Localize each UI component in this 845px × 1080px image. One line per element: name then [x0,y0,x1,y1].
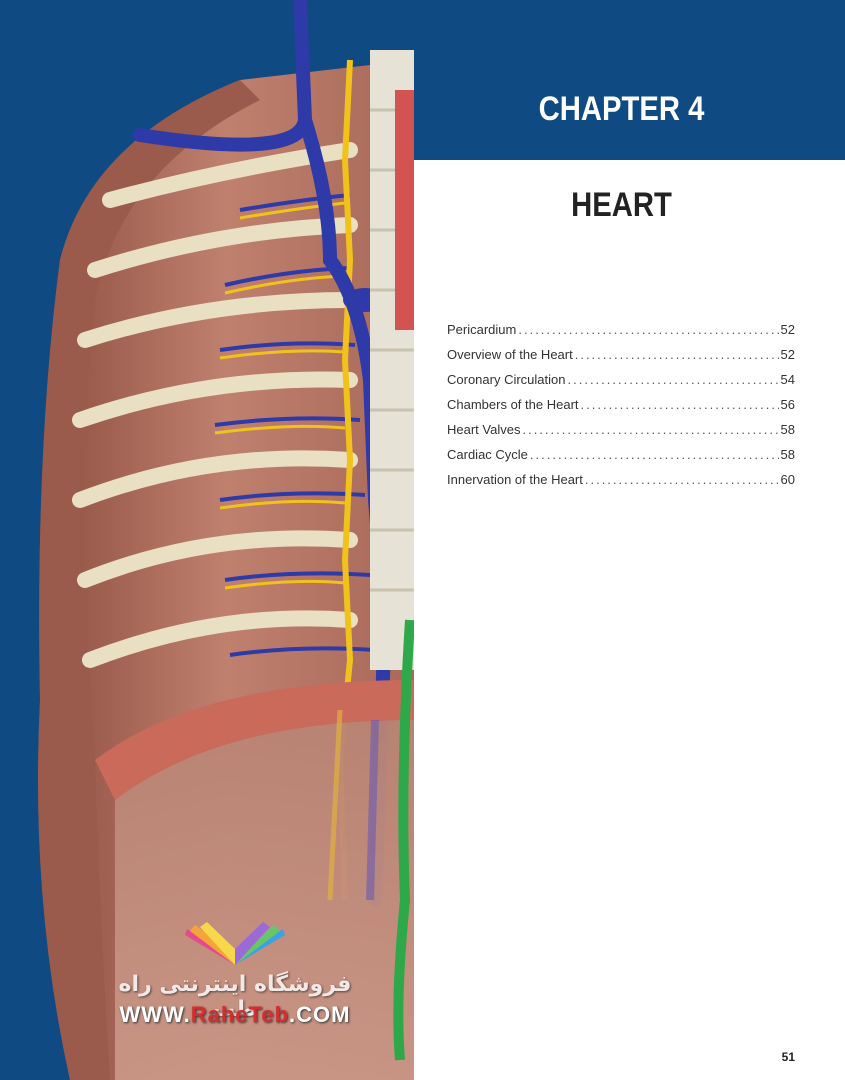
abdominal-wall [115,720,414,1080]
watermark-url: WWW.RaheTeb.COM [100,1002,370,1028]
table-of-contents: Pericardium 52 Overview of the Heart 52 Co… [447,322,795,497]
azygos-vein [133,0,393,907]
toc-leader [568,372,779,387]
ribs [72,142,358,668]
toc-item-page: 52 [780,322,795,337]
toc-item[interactable]: Coronary Circulation 54 [447,372,795,397]
toc-item-page: 56 [780,397,795,412]
toc-leader [581,397,779,412]
toc-item-title: Heart Valves [447,422,521,437]
intercostal-nerves [214,201,346,590]
watermark-url-brand: RaheTeb [190,1002,290,1027]
contents-panel [414,160,845,1080]
esophagus [395,90,414,330]
page-number: 51 [781,1050,795,1064]
chapter-title: HEART [571,186,672,224]
watermark-url-suffix: .COM [289,1002,351,1027]
toc-item-page: 58 [780,422,795,437]
toc-item-title: Overview of the Heart [447,347,573,362]
book-logo-icon [185,922,285,965]
toc-item-page: 58 [780,447,795,462]
lower-trunk [327,709,343,901]
watermark: فروشگاه اینترنتی راه طب WWW.RaheTeb.COM [100,920,370,1030]
diaphragm [95,680,414,800]
outer-wall [38,80,260,1080]
lower-vein [366,719,379,901]
toc-item[interactable]: Pericardium 52 [447,322,795,347]
toc-leader [575,347,779,362]
toc-item-page: 60 [780,472,795,487]
toc-item[interactable]: Chambers of the Heart 56 [447,397,795,422]
toc-item-page: 54 [780,372,795,387]
toc-item-title: Pericardium [447,322,517,337]
toc-leader [518,322,778,337]
thoracic-wall-illustration [38,0,414,1080]
toc-item-title: Innervation of the Heart [447,472,583,487]
toc-item-title: Cardiac Cycle [447,447,528,462]
watermark-persian-text: فروشگاه اینترنتی راه طب [118,972,352,1022]
toc-item[interactable]: Overview of the Heart 52 [447,347,795,372]
toc-item-title: Coronary Circulation [447,372,566,387]
chapter-number: CHAPTER 4 [538,90,705,128]
toc-item[interactable]: Cardiac Cycle 58 [447,447,795,472]
toc-leader [522,422,778,437]
watermark-url-prefix: WWW. [119,1002,191,1027]
toc-leader [530,447,779,462]
toc-item[interactable]: Innervation of the Heart 60 [447,472,795,497]
toc-leader [585,472,779,487]
toc-item[interactable]: Heart Valves 58 [447,422,795,447]
thoracic-duct [393,619,414,1061]
toc-item-title: Chambers of the Heart [447,397,579,412]
toc-item-page: 52 [780,347,795,362]
